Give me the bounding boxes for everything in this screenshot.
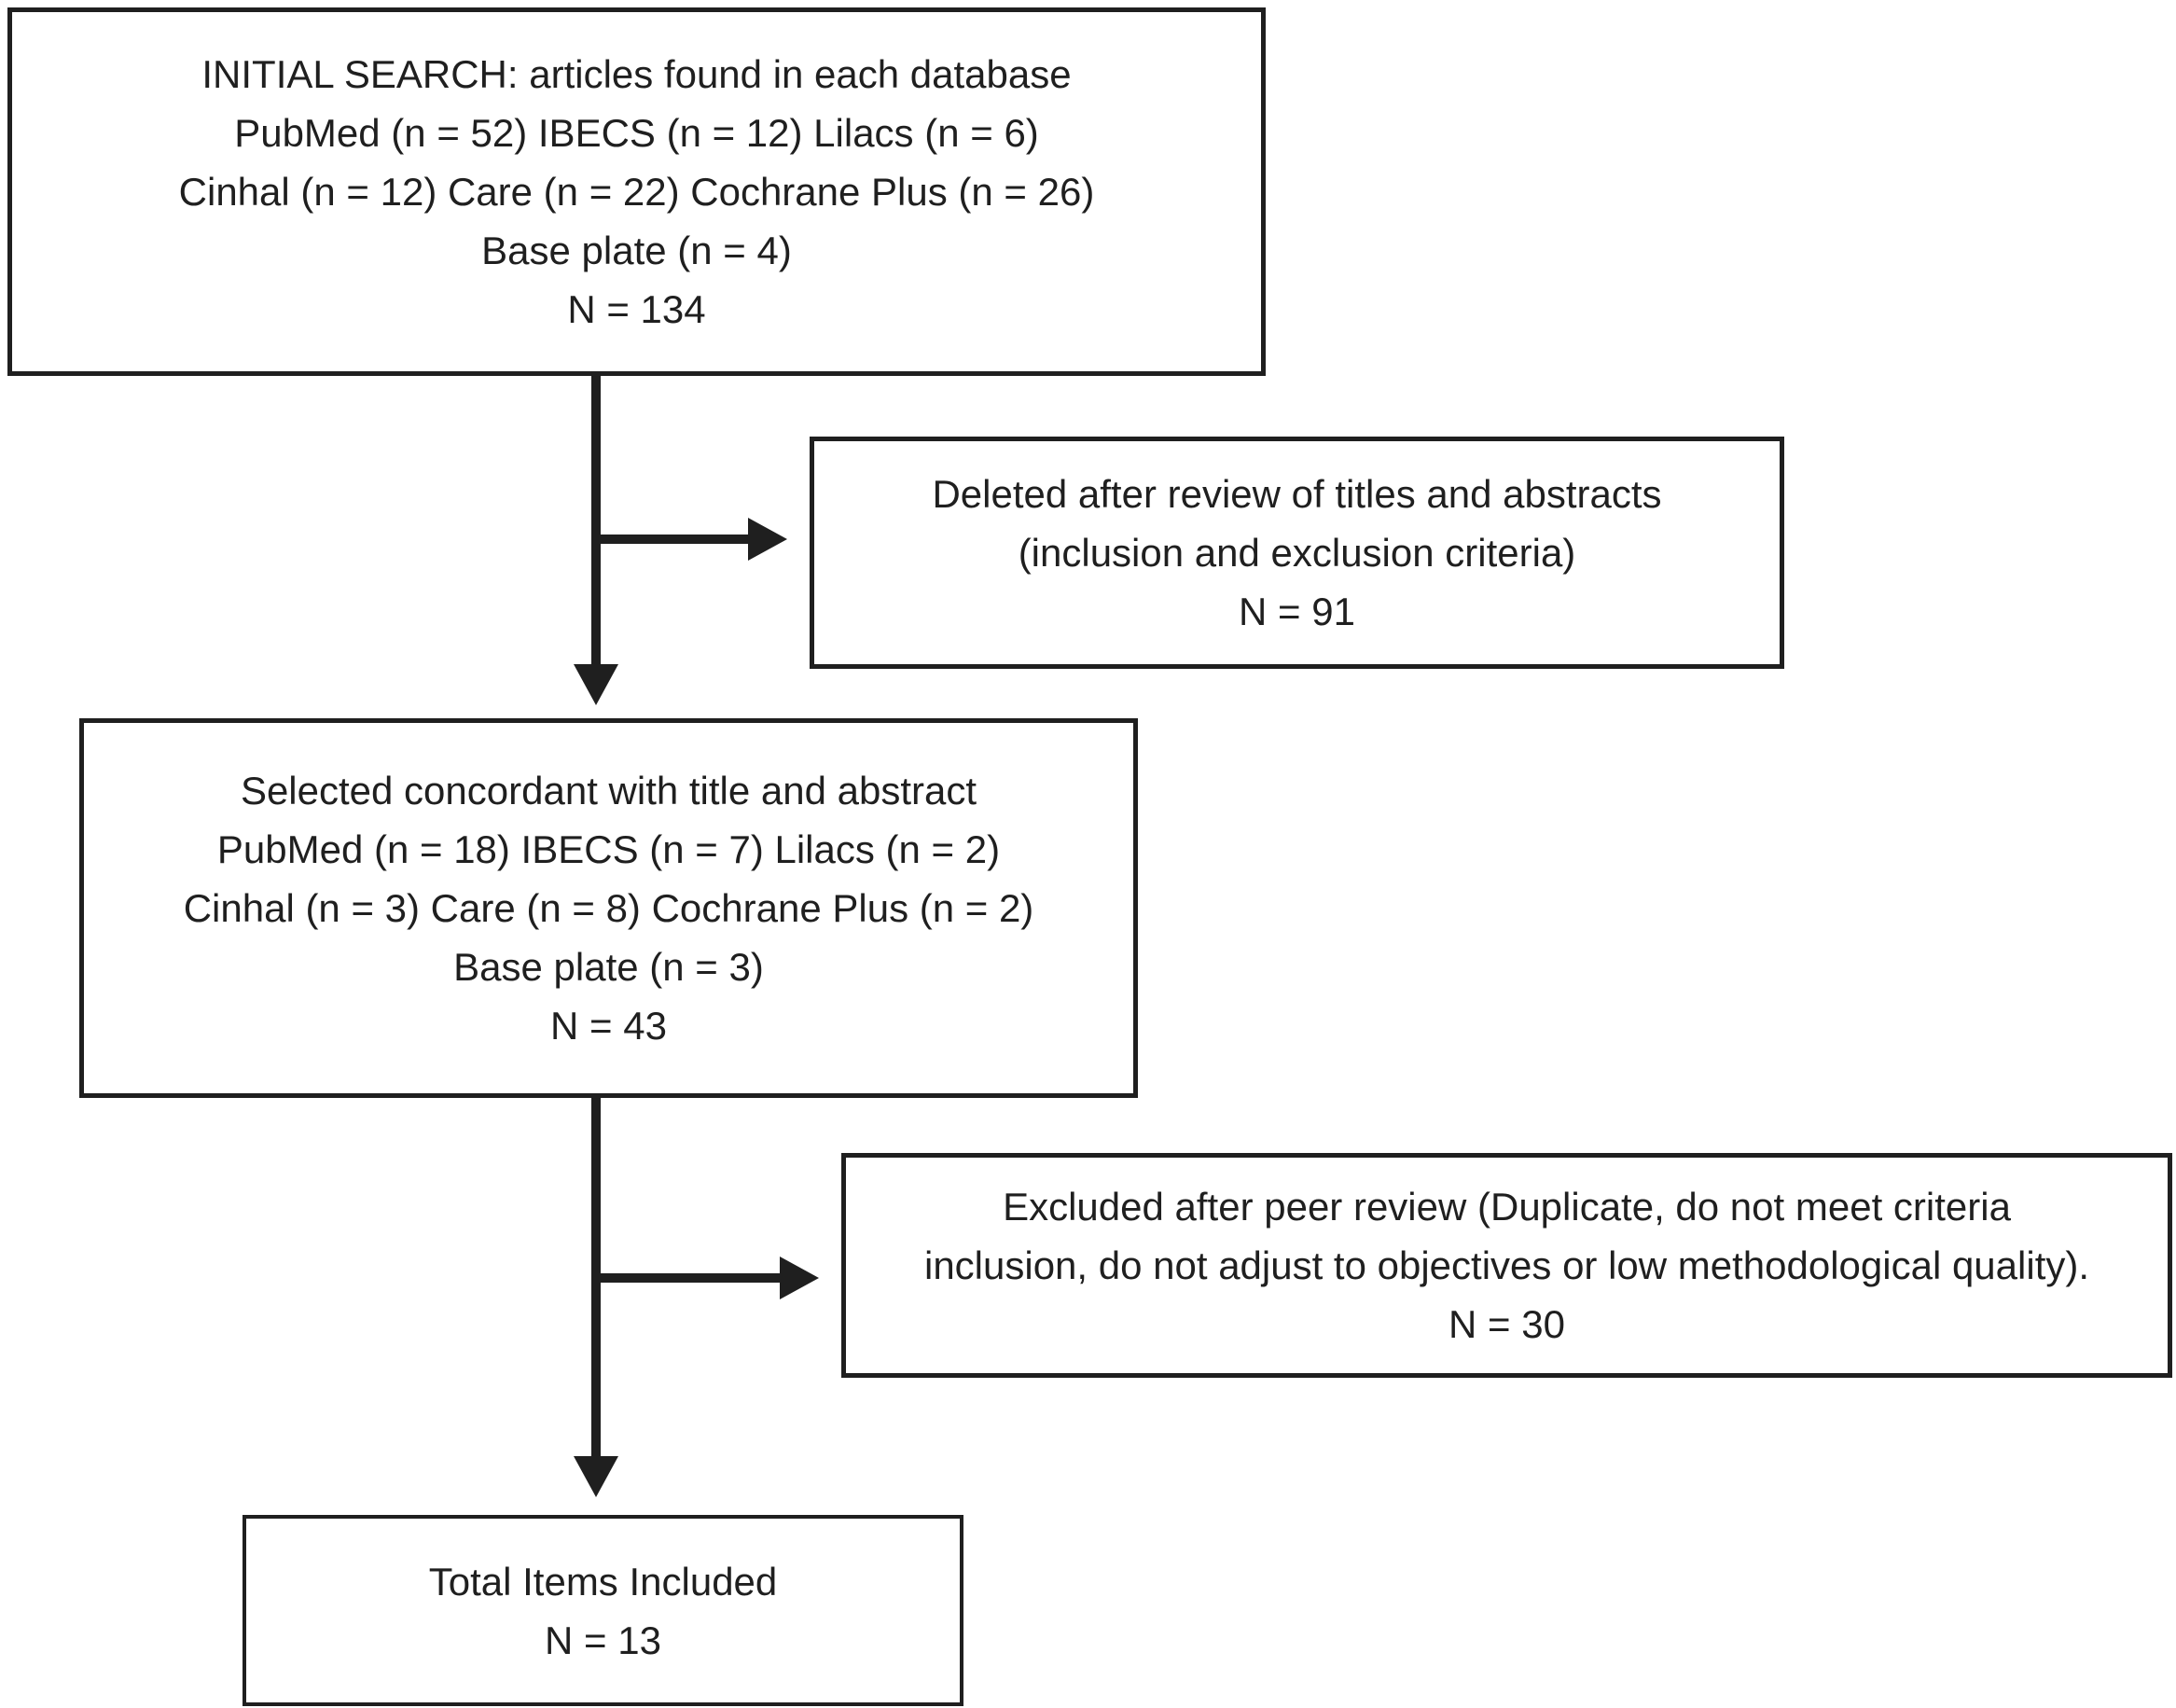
deleted-criteria-note: (inclusion and exclusion criteria) — [1018, 531, 1576, 575]
total-title: Total Items Included — [428, 1559, 778, 1604]
selected-databases-row-2: Cinhal (n = 3) Care (n = 8) Cochrane Plu… — [183, 886, 1034, 930]
selected-concordant-box: Selected concordant with title and abstr… — [79, 718, 1138, 1098]
total-count: N = 13 — [545, 1618, 661, 1662]
arrow-down-head-icon — [574, 664, 618, 705]
excluded-reason-line-1: Excluded after peer review (Duplicate, d… — [1003, 1185, 2011, 1229]
deleted-after-review-box: Deleted after review of titles and abstr… — [810, 437, 1784, 669]
arrow-branch-to-deleted-shaft — [591, 535, 750, 544]
initial-search-total-count: N = 134 — [567, 287, 706, 331]
initial-search-databases-row-2: Cinhal (n = 12) Care (n = 22) Cochrane P… — [178, 170, 1095, 214]
selected-total-count: N = 43 — [550, 1004, 667, 1048]
initial-search-databases-row-1: PubMed (n = 52) IBECS (n = 12) Lilacs (n… — [234, 111, 1039, 155]
total-items-included-box: Total Items Included N = 13 — [243, 1515, 963, 1706]
selected-title: Selected concordant with title and abstr… — [240, 769, 977, 812]
initial-search-databases-row-3: Base plate (n = 4) — [481, 229, 792, 272]
excluded-after-peer-review-box: Excluded after peer review (Duplicate, d… — [841, 1153, 2172, 1378]
arrow-initial-to-selected-shaft — [591, 376, 601, 666]
deleted-title: Deleted after review of titles and abstr… — [932, 472, 1662, 516]
selected-databases-row-1: PubMed (n = 18) IBECS (n = 7) Lilacs (n … — [216, 827, 1001, 871]
arrow-right-head-icon — [780, 1257, 819, 1299]
initial-search-box: INITIAL SEARCH: articles found in each d… — [7, 7, 1266, 376]
deleted-count: N = 91 — [1239, 590, 1355, 633]
initial-search-title: INITIAL SEARCH: articles found in each d… — [201, 52, 1072, 96]
excluded-count: N = 30 — [1448, 1302, 1565, 1346]
arrow-right-head-icon — [748, 518, 787, 561]
selected-databases-row-3: Base plate (n = 3) — [453, 945, 764, 989]
excluded-reason-line-2: inclusion, do not adjust to objectives o… — [923, 1243, 2090, 1287]
arrow-branch-to-excluded-shaft — [591, 1273, 782, 1283]
arrow-down-head-icon — [574, 1456, 618, 1497]
